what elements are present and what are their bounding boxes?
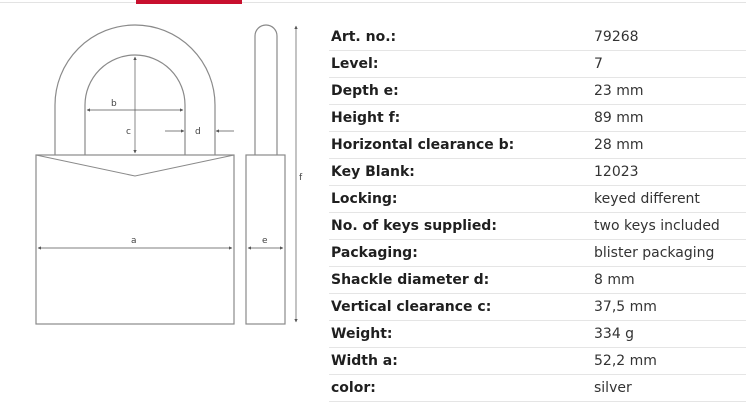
padlock-dimension-diagram: b c d a e f bbox=[35, 24, 303, 325]
spec-value: 89 mm bbox=[594, 110, 644, 126]
dimension-d-label: d bbox=[195, 127, 201, 137]
dimension-f-label: f bbox=[299, 173, 303, 183]
spec-row-height: Height f: 89 mm bbox=[329, 105, 746, 132]
spec-value: blister packaging bbox=[594, 245, 715, 261]
lock-body-chevron bbox=[35, 154, 235, 177]
spec-row-horizontal-clearance: Horizontal clearance b: 28 mm bbox=[329, 132, 746, 159]
spec-label: Shackle diameter d: bbox=[331, 272, 490, 288]
spec-label: Packaging: bbox=[331, 245, 418, 261]
spec-label: Weight: bbox=[331, 326, 393, 342]
spec-value: 37,5 mm bbox=[594, 299, 657, 315]
spec-value: 79268 bbox=[594, 29, 639, 45]
active-tab-indicator bbox=[136, 0, 242, 4]
spec-value: 23 mm bbox=[594, 83, 644, 99]
shackle-side-outline bbox=[254, 24, 278, 155]
spec-row-color: color: silver bbox=[329, 375, 746, 402]
spec-value: keyed different bbox=[594, 191, 700, 207]
lock-body-front bbox=[35, 154, 235, 325]
spec-row-art-no: Art. no.: 79268 bbox=[329, 24, 746, 51]
dimension-e-label: e bbox=[262, 236, 268, 246]
spec-row-vertical-clearance: Vertical clearance c: 37,5 mm bbox=[329, 294, 746, 321]
dimension-c-label: c bbox=[126, 127, 131, 137]
spec-row-weight: Weight: 334 g bbox=[329, 321, 746, 348]
spec-label: Level: bbox=[331, 56, 379, 72]
spec-row-locking: Locking: keyed different bbox=[329, 186, 746, 213]
spec-value: 28 mm bbox=[594, 137, 644, 153]
spec-value: silver bbox=[594, 380, 632, 396]
dimension-a-label: a bbox=[131, 236, 137, 246]
top-divider bbox=[0, 2, 746, 3]
spec-row-width: Width a: 52,2 mm bbox=[329, 348, 746, 375]
spec-row-level: Level: 7 bbox=[329, 51, 746, 78]
spec-row-shackle-diameter: Shackle diameter d: 8 mm bbox=[329, 267, 746, 294]
spec-value: 7 bbox=[594, 56, 603, 72]
spec-value: 12023 bbox=[594, 164, 639, 180]
spec-label: Width a: bbox=[331, 353, 398, 369]
specifications-table: Art. no.: 79268 Level: 7 Depth e: 23 mm … bbox=[329, 24, 746, 402]
spec-value: two keys included bbox=[594, 218, 720, 234]
spec-label: Horizontal clearance b: bbox=[331, 137, 515, 153]
spec-label: color: bbox=[331, 380, 376, 396]
spec-label: Vertical clearance c: bbox=[331, 299, 492, 315]
spec-row-keys-supplied: No. of keys supplied: two keys included bbox=[329, 213, 746, 240]
spec-value: 8 mm bbox=[594, 272, 635, 288]
spec-row-packaging: Packaging: blister packaging bbox=[329, 240, 746, 267]
spec-label: Locking: bbox=[331, 191, 398, 207]
dimension-b-label: b bbox=[111, 99, 117, 109]
spec-label: No. of keys supplied: bbox=[331, 218, 497, 234]
spec-label: Height f: bbox=[331, 110, 401, 126]
shackle-inner-outline bbox=[84, 54, 186, 155]
spec-label: Key Blank: bbox=[331, 164, 415, 180]
spec-value: 334 g bbox=[594, 326, 635, 342]
spec-label: Art. no.: bbox=[331, 29, 397, 45]
lock-body-side bbox=[245, 154, 286, 325]
spec-value: 52,2 mm bbox=[594, 353, 657, 369]
spec-label: Depth e: bbox=[331, 83, 399, 99]
shackle-outer-outline bbox=[54, 24, 216, 155]
spec-row-key-blank: Key Blank: 12023 bbox=[329, 159, 746, 186]
spec-row-depth: Depth e: 23 mm bbox=[329, 78, 746, 105]
